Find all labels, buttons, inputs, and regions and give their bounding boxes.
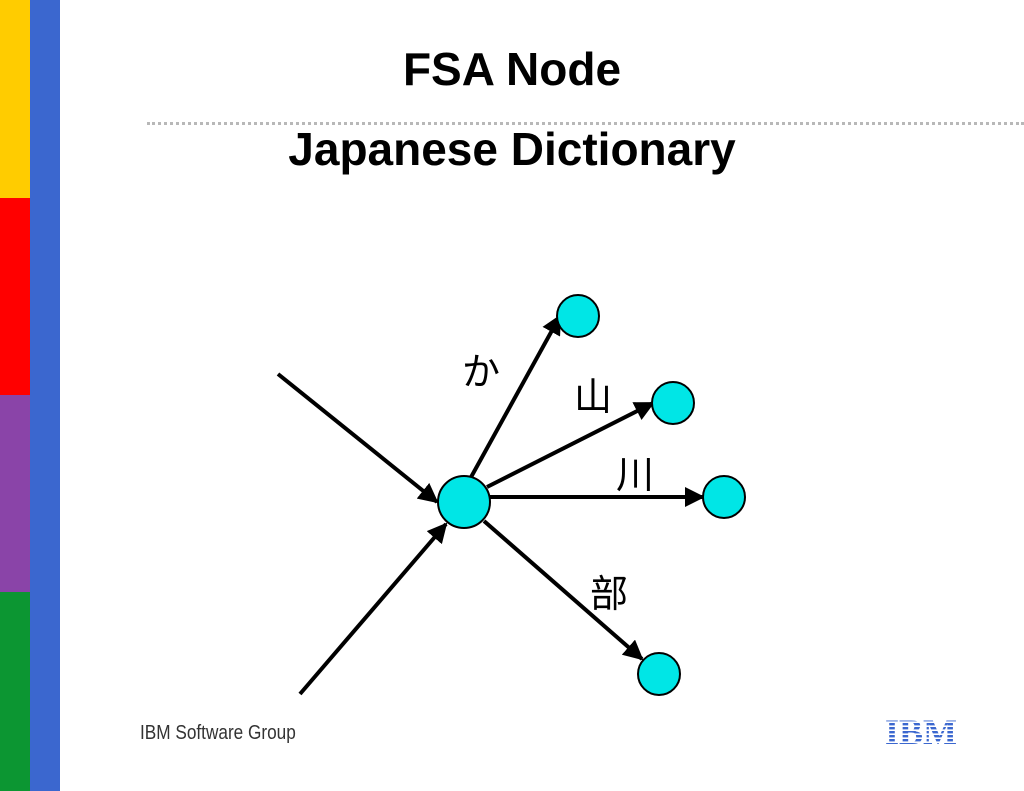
footer-group-label: IBM Software Group [140, 722, 296, 744]
incoming-edge-top [276, 372, 439, 504]
edge-ka [468, 314, 562, 480]
state-ka [556, 294, 600, 338]
edge-be [482, 519, 644, 661]
sidebar-stripe-green [0, 592, 30, 791]
sidebar-stripe-yellow [0, 0, 30, 198]
center-state [437, 475, 491, 529]
state-yama [651, 381, 695, 425]
slide-subtitle: Japanese Dictionary [288, 123, 736, 175]
state-kawa [702, 475, 746, 519]
edge-label-be: 部 [590, 572, 628, 616]
ibm-logo: IBM [885, 715, 957, 747]
edge-label-kawa: 川 [616, 453, 654, 497]
sidebar-stripe-purple [0, 395, 30, 592]
slide-title: FSA Node [402, 43, 622, 95]
incoming-edge-bottom [298, 522, 448, 696]
sidebar-bar-blue [30, 0, 60, 791]
edge-label-ka: か [462, 350, 500, 394]
edge-label-yama: 山 [574, 375, 612, 419]
ibm-logo-text: IBM [885, 715, 957, 747]
title-divider [147, 122, 1024, 125]
state-be [637, 652, 681, 696]
edge-yama [486, 401, 655, 489]
sidebar-stripe-red [0, 198, 30, 395]
